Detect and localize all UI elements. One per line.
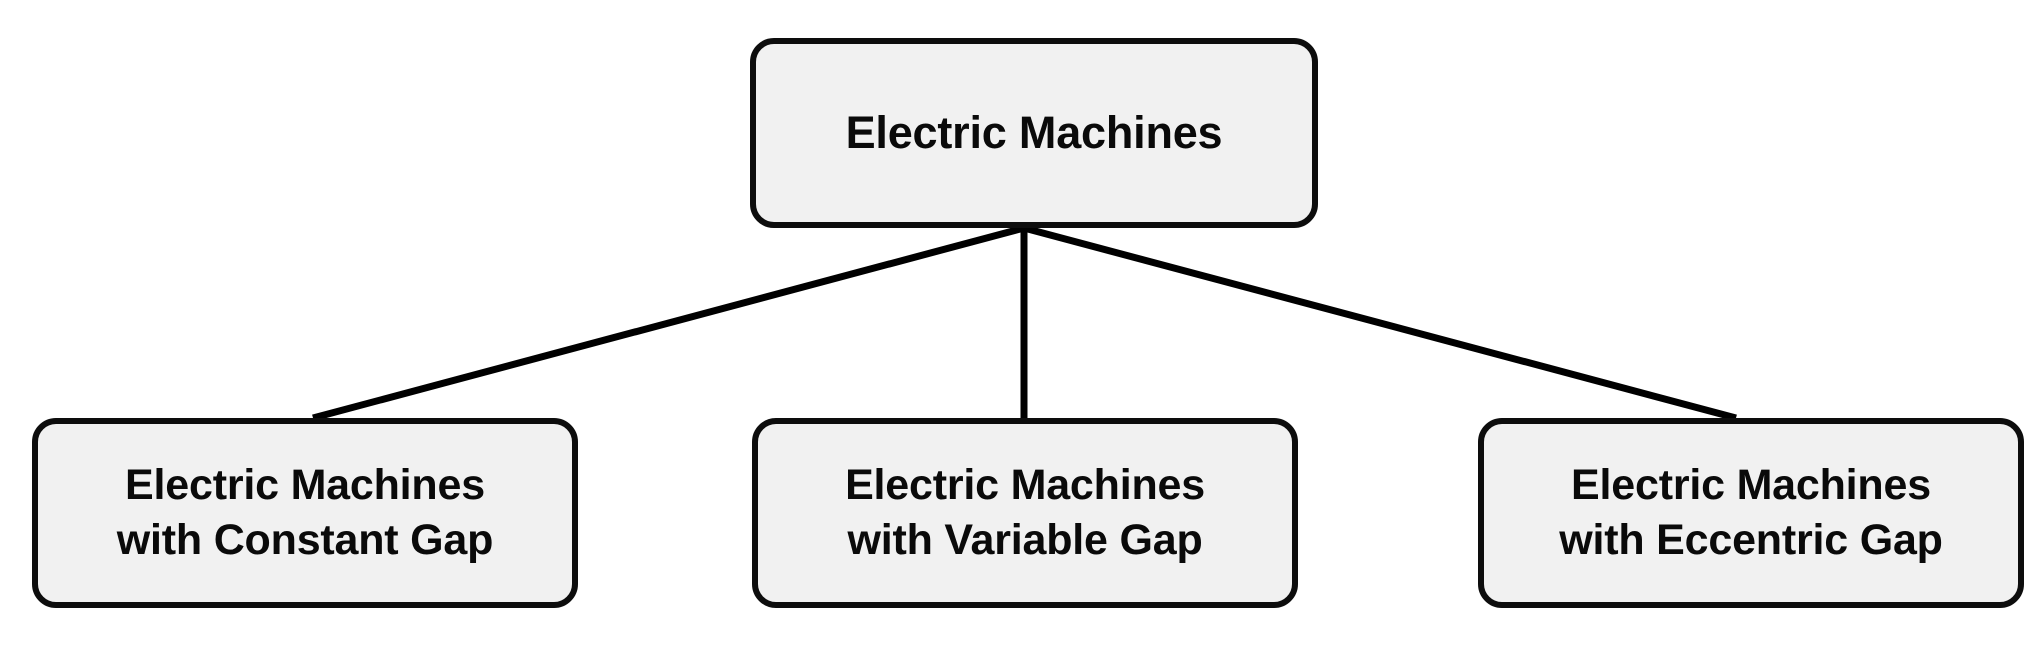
node-electric-machines[interactable]: Electric Machines xyxy=(750,38,1318,228)
node-electric-machines-with-eccentric-gap[interactable]: Electric Machines with Eccentric Gap xyxy=(1478,418,2024,608)
node-electric-machines-with-constant-gap[interactable]: Electric Machines with Constant Gap xyxy=(32,418,578,608)
connector-root-to-constant xyxy=(312,224,1025,422)
node-electric-machines-with-variable-gap-label: Electric Machines with Variable Gap xyxy=(845,460,1205,564)
node-electric-machines-with-constant-gap-label: Electric Machines with Constant Gap xyxy=(116,460,494,564)
node-electric-machines-with-variable-gap[interactable]: Electric Machines with Variable Gap xyxy=(752,418,1298,608)
node-electric-machines-with-eccentric-gap-label: Electric Machines with Eccentric Gap xyxy=(1559,460,1943,564)
connector-root-to-eccentric xyxy=(1023,224,1737,422)
node-electric-machines-label: Electric Machines xyxy=(845,107,1223,159)
